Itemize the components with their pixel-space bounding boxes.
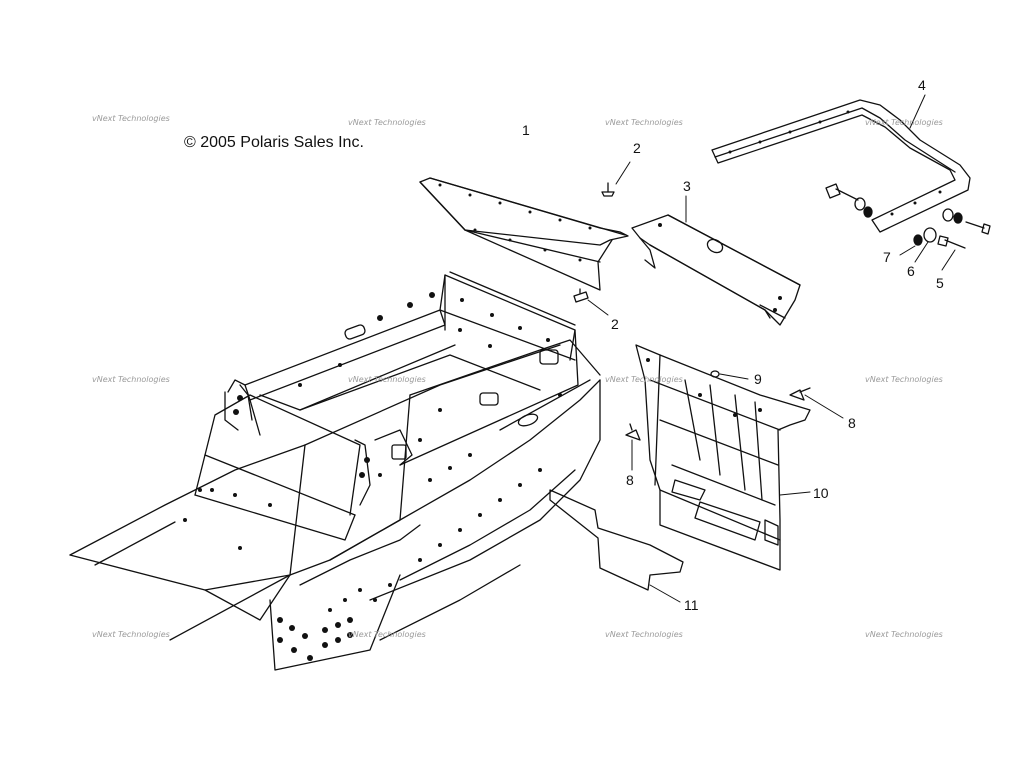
watermark: vNext Technologies [605, 375, 683, 384]
part-5-bolts [825, 183, 991, 271]
watermark: vNext Technologies [92, 375, 170, 384]
callout-5: 5 [936, 275, 944, 291]
tunnel-frame [69, 339, 601, 671]
cargo-box [244, 271, 579, 477]
part-8-rivet-left [625, 423, 641, 471]
part-10-snow-flap [635, 344, 811, 571]
callout-2-mid: 2 [611, 316, 619, 332]
callout-9: 9 [754, 371, 762, 387]
part-1-lid [419, 177, 629, 291]
watermark: vNext Technologies [348, 630, 426, 639]
watermark: vNext Technologies [865, 375, 943, 384]
callout-7: 7 [883, 249, 891, 265]
watermark: vNext Technologies [865, 118, 943, 127]
part-11-plate [549, 489, 684, 603]
watermark: vNext Technologies [92, 114, 170, 123]
part-6-washers [854, 197, 954, 263]
part-7-nuts [863, 206, 963, 256]
copyright-notice: © 2005 Polaris Sales Inc. [184, 134, 364, 151]
callout-8-left: 8 [626, 472, 634, 488]
part-8-rivet-right [789, 387, 844, 419]
watermark: vNext Technologies [92, 630, 170, 639]
watermark: vNext Technologies [605, 118, 683, 127]
watermark: vNext Technologies [348, 375, 426, 384]
watermark: vNext Technologies [605, 630, 683, 639]
part-3-bracket [631, 195, 801, 326]
callout-6: 6 [907, 263, 915, 279]
watermark: vNext Technologies [865, 630, 943, 639]
callout-1: 1 [522, 122, 530, 138]
watermark: vNext Technologies [348, 118, 426, 127]
callout-2-top: 2 [633, 140, 641, 156]
part-2-screw-top [601, 161, 631, 197]
part-4-grab-handle [711, 94, 971, 233]
callout-11: 11 [684, 597, 699, 613]
callout-3: 3 [683, 178, 691, 194]
box-front-panel [194, 379, 413, 541]
callout-4: 4 [918, 77, 926, 93]
part-2-screw-mid [573, 288, 609, 316]
callout-10: 10 [813, 485, 829, 501]
callout-8-right: 8 [848, 415, 856, 431]
